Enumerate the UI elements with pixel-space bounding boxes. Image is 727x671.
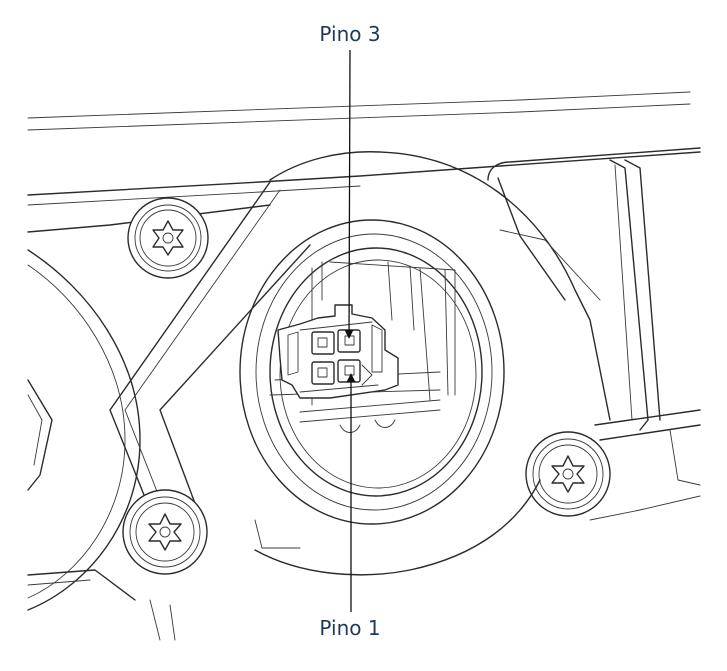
opening-rings [239,219,505,525]
connector-housing [277,304,399,399]
screw-top-left [127,197,209,279]
left-lens [27,249,141,611]
right-housing [254,147,701,549]
housing-top-edges [27,91,701,233]
pino-3-leader [344,49,354,339]
screw-right [525,431,611,517]
pino-1-label: Pino 1 [319,616,381,640]
screw-bottom-left [122,489,208,575]
pino-3-label: Pino 3 [319,22,381,46]
callout-leaders [344,49,356,612]
boss-body [254,151,611,576]
